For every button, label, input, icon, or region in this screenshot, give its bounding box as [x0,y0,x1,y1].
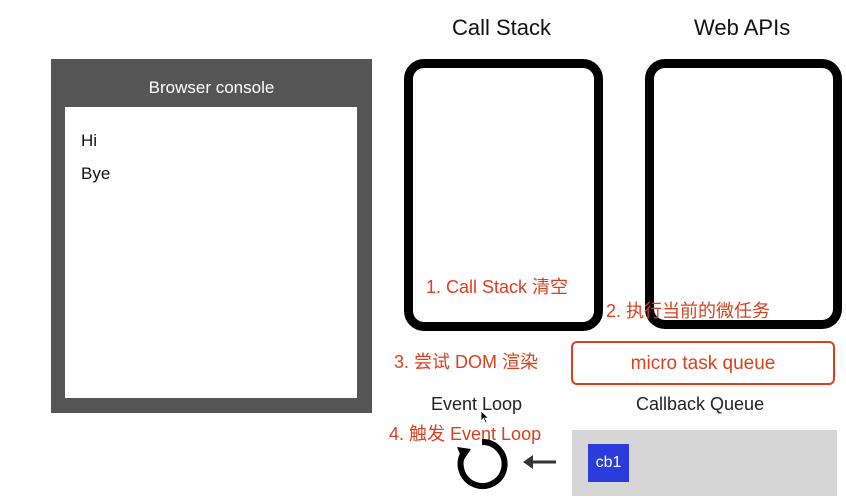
call-stack-box [404,59,603,331]
callback-queue: cb1 [572,430,837,496]
call-stack-heading: Call Stack [452,15,552,40]
callback-queue-label: Callback Queue [636,394,765,414]
micro-task-queue: micro task queue [571,341,835,385]
event-loop-label: Event Loop [431,394,523,414]
step-2-note: 2. 执行当前的微任务 [606,301,771,321]
step-1-note: 1. Call Stack 清空 [426,277,569,297]
callback-item-cb1: cb1 [588,444,629,482]
refresh-cycle-icon [457,438,508,489]
console-line: Hi [81,131,98,150]
browser-console-title: Browser console [148,78,275,97]
web-apis-box [645,59,842,329]
console-line: Bye [81,164,111,183]
micro-task-queue-label: micro task queue [630,353,776,374]
arrow-left-icon [523,455,556,469]
mouse-pointer-icon [480,410,490,424]
step-4-note: 4. 触发 Event Loop [389,424,542,444]
step-3-note: 3. 尝试 DOM 渲染 [394,352,539,372]
browser-console-panel: Browser console Hi Bye [51,59,372,413]
web-apis-heading: Web APIs [694,15,791,40]
browser-console-output: Hi Bye [65,107,357,398]
